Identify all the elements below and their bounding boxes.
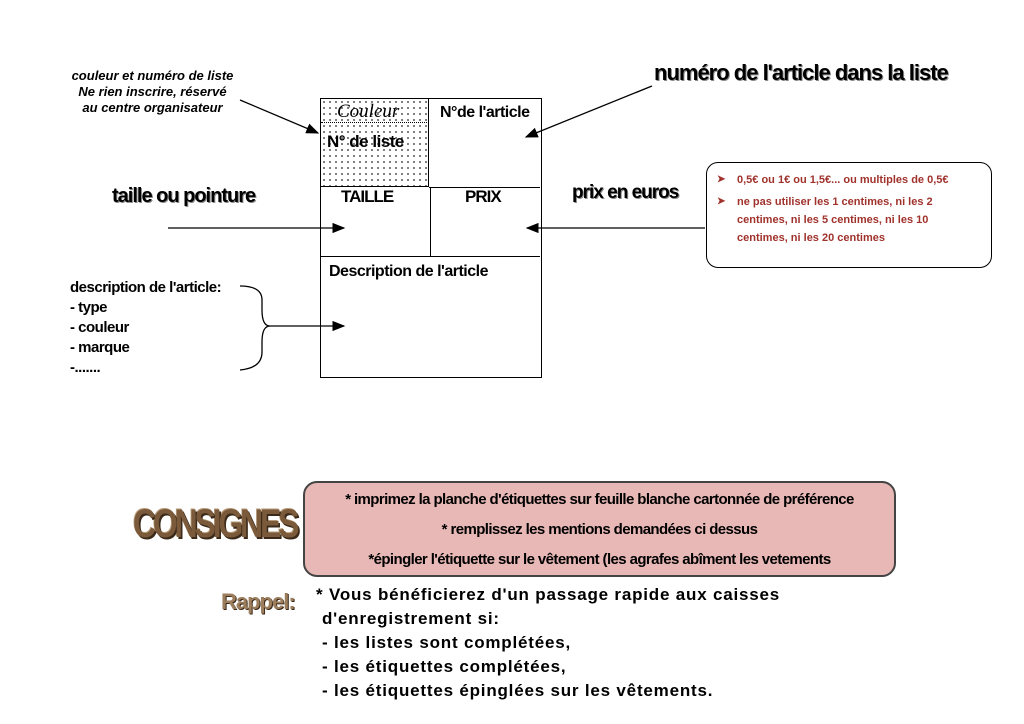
price-label: prix en euros — [572, 182, 679, 203]
rappel-line: d'enregistrement si: — [322, 609, 500, 628]
rappel-line: - les étiquettes complétées, — [322, 657, 567, 676]
size-label: taille ou pointure — [112, 185, 256, 207]
left-note: couleur et numéro de liste Ne rien inscr… — [40, 68, 265, 116]
couleur-label: Couleur — [337, 101, 400, 122]
couleur-cell: Couleur N° de liste — [321, 99, 429, 187]
rappel-text: * Vous bénéficierez d'un passage rapide … — [316, 583, 780, 703]
label-card: Couleur N° de liste N°de l'article TAILL… — [320, 98, 542, 378]
row-divider — [429, 187, 540, 188]
description-note-line: - type — [70, 299, 108, 316]
description-brace — [239, 285, 271, 371]
taille-cell — [321, 187, 431, 257]
callout-text: ne pas utiliser les 1 centimes, ni les 2… — [737, 196, 933, 244]
rappel-line: * Vous bénéficierez d'un passage rapide … — [316, 585, 781, 604]
left-note-line: Ne rien inscrire, réservé — [78, 84, 227, 99]
rappel-line: - les étiquettes épinglées sur les vêtem… — [322, 681, 714, 700]
numero-liste-label: N° de liste — [327, 132, 404, 151]
price-callout: ➤ 0,5€ ou 1€ ou 1,5€... ou multiples de … — [706, 162, 992, 268]
arrow-to-numero-article — [524, 85, 653, 138]
prix-cell — [431, 187, 540, 257]
callout-text: 0,5€ ou 1€ ou 1,5€... ou multiples de 0,… — [737, 174, 949, 186]
article-number-label: numéro de l'article dans la liste — [654, 60, 949, 85]
description-note-line: description de l'article: — [70, 279, 222, 296]
prix-label: PRIX — [465, 187, 502, 206]
arrow-bullet-icon: ➤ — [717, 174, 726, 185]
rappel-line: - les listes sont complétées, — [322, 633, 572, 652]
numero-article-label: N°de l'article — [440, 104, 530, 121]
consigne-line: *épingler l'étiquette sur le vêtement (l… — [368, 551, 831, 568]
description-note-line: -....... — [70, 359, 101, 376]
description-label: Description de l'article — [329, 263, 488, 280]
consignes-box: * imprimez la planche d'étiquettes sur f… — [303, 481, 896, 577]
arrow-bullet-icon: ➤ — [717, 196, 726, 207]
rappel-title: Rappel: — [221, 589, 296, 614]
callout-item: ➤ ne pas utiliser les 1 centimes, ni les… — [717, 193, 981, 247]
consigne-line: * remplissez les mentions demandées ci d… — [441, 521, 758, 538]
description-note-line: - couleur — [70, 319, 129, 336]
consigne-line: * imprimez la planche d'étiquettes sur f… — [345, 491, 854, 508]
left-note-line: couleur et numéro de liste — [71, 68, 234, 83]
left-note-line: au centre organisateur — [82, 100, 223, 115]
description-note: description de l'article: - type - coule… — [70, 278, 222, 378]
callout-item: ➤ 0,5€ ou 1€ ou 1,5€... ou multiples de … — [717, 171, 981, 189]
description-note-line: - marque — [70, 339, 130, 356]
consignes-title: CONSIGNES — [133, 502, 299, 546]
taille-label: TAILLE — [341, 187, 394, 206]
arrow-to-couleur — [239, 99, 320, 134]
